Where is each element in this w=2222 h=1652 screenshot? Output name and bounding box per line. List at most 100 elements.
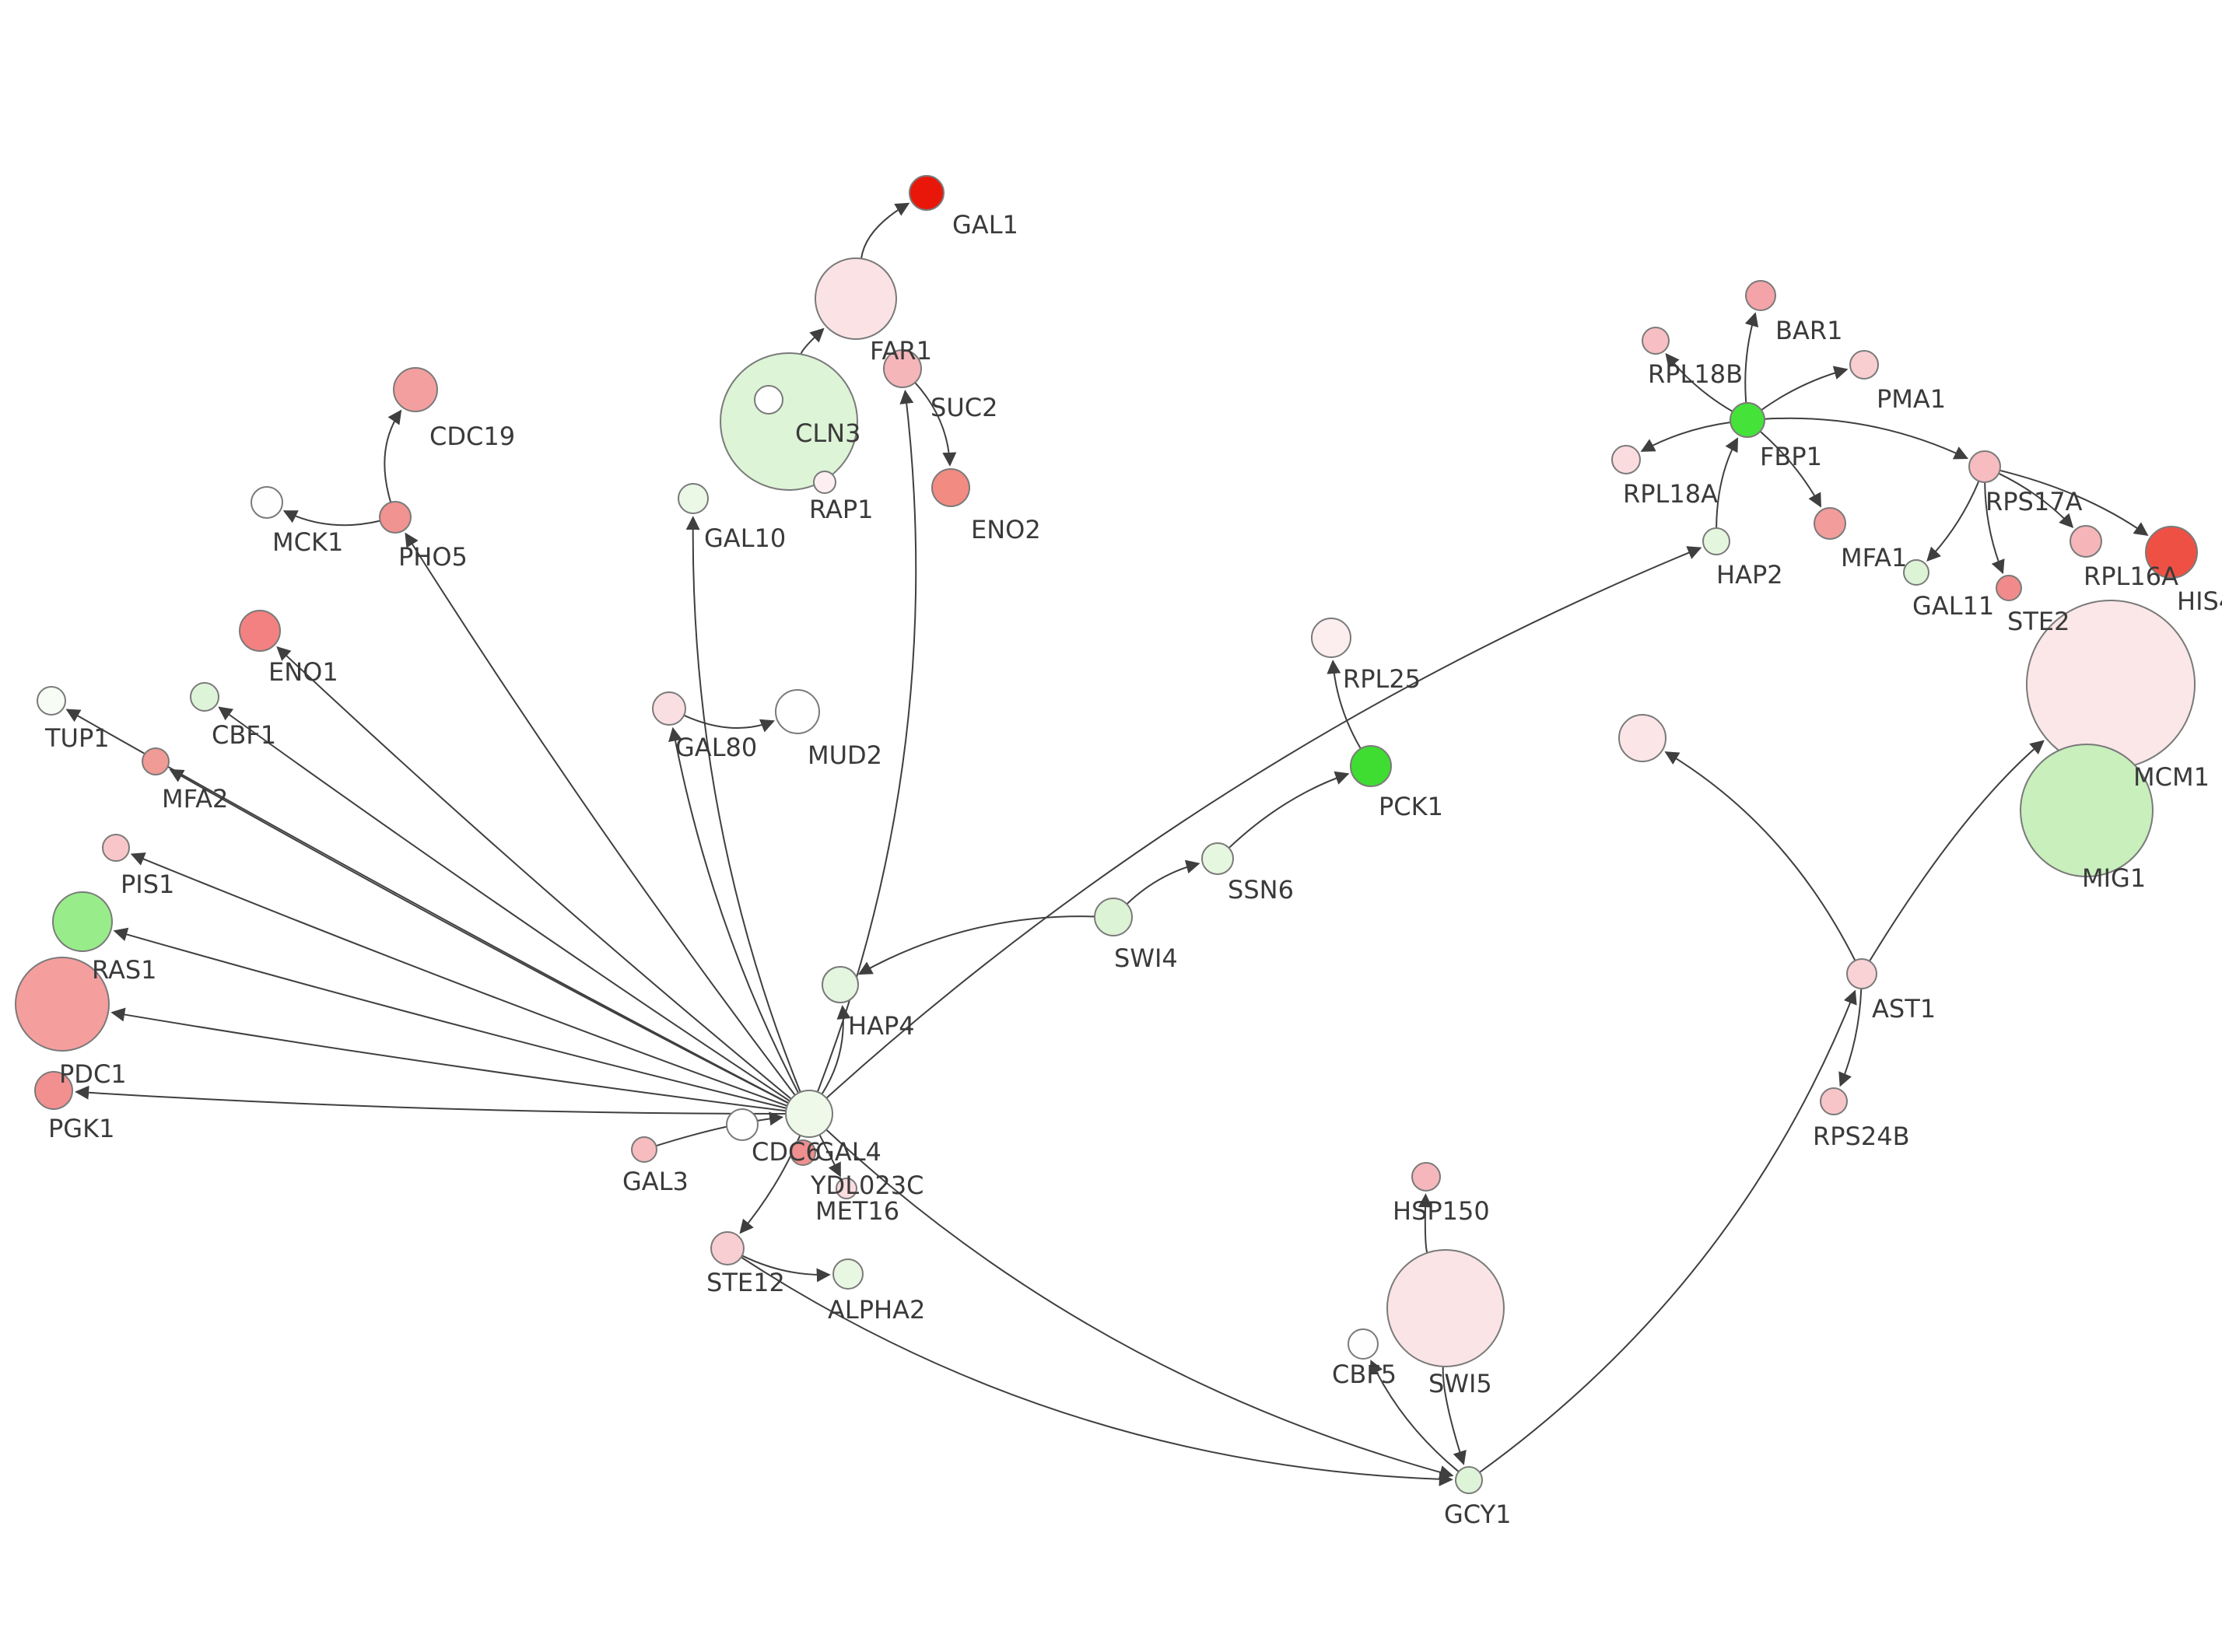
node-cbf5[interactable] — [1348, 1328, 1379, 1360]
edge-fbp1-rpl18a[interactable] — [1640, 422, 1731, 452]
node-cdc19[interactable] — [393, 367, 438, 412]
node-alpha2[interactable] — [832, 1258, 864, 1290]
edge-gal80-mud2[interactable] — [683, 714, 775, 733]
edge-pho5-mck1[interactable] — [282, 510, 380, 527]
node-gcy1[interactable] — [1455, 1466, 1483, 1494]
edge-gal4-ras1[interactable] — [113, 927, 787, 1109]
edge-far1-gal1[interactable] — [860, 202, 910, 259]
edge-gal4-gal80[interactable] — [668, 726, 800, 1094]
node-swi5[interactable] — [1386, 1249, 1505, 1367]
node-rpl16a[interactable] — [2070, 525, 2102, 558]
edge-gal4-gal10[interactable] — [685, 516, 801, 1093]
edge-swi4-ssn6[interactable] — [1126, 859, 1200, 905]
node-label-eno2: ENO2 — [971, 515, 1041, 544]
node-gal11[interactable] — [1903, 559, 1929, 586]
node-w1[interactable] — [754, 385, 783, 415]
node-ssn6[interactable] — [1201, 842, 1234, 875]
node-met16[interactable] — [836, 1178, 857, 1199]
node-mfa2[interactable] — [142, 747, 170, 775]
node-hap4[interactable] — [822, 966, 859, 1003]
node-eno1[interactable] — [239, 610, 281, 652]
node-eno2[interactable] — [931, 468, 970, 507]
node-rpl25[interactable] — [1311, 618, 1351, 658]
edge-rps17a-ste2[interactable] — [1984, 481, 2005, 575]
node-hap2[interactable] — [1702, 527, 1730, 555]
edge-swi5-hsp150[interactable] — [1418, 1193, 1432, 1254]
edge-gal4-cbf1[interactable] — [218, 706, 790, 1102]
edge-rps17a-rpl16a[interactable] — [1998, 472, 2074, 529]
node-swi4[interactable] — [1094, 898, 1133, 936]
edge-fbp1-pma1[interactable] — [1761, 366, 1849, 411]
node-far1[interactable] — [815, 257, 897, 340]
edge-ste12-gcy1[interactable] — [741, 1256, 1453, 1486]
node-fbp1[interactable] — [1730, 402, 1765, 438]
edge-gal4-eno1[interactable] — [276, 646, 792, 1100]
node-suc2[interactable] — [883, 349, 922, 388]
node-ydl023c[interactable] — [790, 1139, 816, 1166]
edge-ast1-rps24b[interactable] — [1838, 988, 1863, 1087]
edge-gal4-mfa2[interactable] — [169, 768, 789, 1104]
edge-fbp1-mfa1[interactable] — [1759, 430, 1821, 508]
node-rps17a[interactable] — [1968, 450, 2001, 483]
node-hsp150[interactable] — [1411, 1162, 1441, 1192]
node-mfa1[interactable] — [1814, 507, 1846, 540]
edge-pho5-cdc19[interactable] — [384, 409, 402, 503]
edge-gal4-hap2[interactable] — [825, 546, 1702, 1099]
edge-gal4-gcy1[interactable] — [825, 1129, 1454, 1479]
node-cln3[interactable] — [720, 352, 858, 491]
node-gal10[interactable] — [678, 483, 709, 514]
node-ste2[interactable] — [1996, 575, 2022, 601]
edge-swi5-gcy1[interactable] — [1442, 1366, 1467, 1465]
edge-gcy1-cbf5[interactable] — [1369, 1360, 1460, 1472]
node-pis1[interactable] — [102, 834, 130, 862]
node-tup1[interactable] — [37, 686, 66, 716]
node-gal1[interactable] — [909, 175, 945, 211]
node-pho5[interactable] — [379, 501, 412, 534]
edge-suc2-eno2[interactable] — [914, 382, 957, 467]
node-ras1[interactable] — [52, 891, 113, 952]
edge-gal4-pgk1[interactable] — [75, 1085, 787, 1115]
node-rpl18b[interactable] — [1642, 327, 1670, 355]
edge-gal4-pdc1[interactable] — [110, 1007, 787, 1112]
edge-gal3-gal4[interactable] — [655, 1111, 784, 1147]
edge-fbp1-rps17a[interactable] — [1764, 417, 1969, 460]
node-gal3[interactable] — [631, 1136, 657, 1163]
node-pgk1[interactable] — [34, 1071, 73, 1110]
node-rps24b[interactable] — [1820, 1087, 1848, 1115]
edge-ast1-mcm1[interactable] — [1869, 740, 2045, 962]
node-rpl18a[interactable] — [1611, 445, 1641, 474]
edge-cln3-far1[interactable] — [800, 327, 825, 355]
node-gal80[interactable] — [652, 691, 686, 726]
node-mud2[interactable] — [775, 689, 820, 734]
node-bar1[interactable] — [1745, 280, 1776, 311]
edge-hap2-fbp1[interactable] — [1716, 437, 1739, 529]
edge-fbp1-rpl18b[interactable] — [1665, 352, 1733, 412]
node-pdc1[interactable] — [15, 957, 110, 1052]
node-pck1[interactable] — [1350, 745, 1392, 787]
node-ast1[interactable] — [1846, 958, 1877, 989]
edge-ssn6-pck1[interactable] — [1228, 771, 1350, 849]
edge-gcy1-ast1[interactable] — [1479, 989, 1857, 1473]
edge-gal4-tup1[interactable] — [65, 709, 789, 1104]
edge-ste12-alpha2[interactable] — [741, 1255, 831, 1283]
edge-rps17a-his4[interactable] — [1999, 469, 2149, 537]
node-his4[interactable] — [2145, 526, 2198, 579]
edge-rps17a-gal11[interactable] — [1926, 481, 1980, 562]
edge-fbp1-bar1[interactable] — [1744, 312, 1759, 404]
edge-ast1-n2[interactable] — [1664, 751, 1856, 961]
edge-pck1-rpl25[interactable] — [1327, 660, 1362, 750]
edge-swi4-hap4[interactable] — [857, 915, 1095, 975]
node-pma1[interactable] — [1849, 350, 1879, 380]
node-ste12[interactable] — [710, 1231, 745, 1265]
node-n2[interactable] — [1618, 714, 1666, 762]
node-gal4[interactable] — [785, 1090, 833, 1138]
node-rap1[interactable] — [813, 471, 836, 494]
edge-gal4-pis1[interactable] — [130, 852, 788, 1107]
edge-gal4-hap4[interactable] — [821, 1005, 851, 1095]
edge-gal4-met16[interactable] — [818, 1134, 841, 1178]
node-cbf1[interactable] — [190, 682, 219, 712]
node-cdc6[interactable] — [726, 1108, 759, 1141]
node-mck1[interactable] — [251, 486, 283, 519]
node-mig1[interactable] — [2020, 744, 2154, 877]
edge-gal4-pho5[interactable] — [405, 532, 796, 1096]
